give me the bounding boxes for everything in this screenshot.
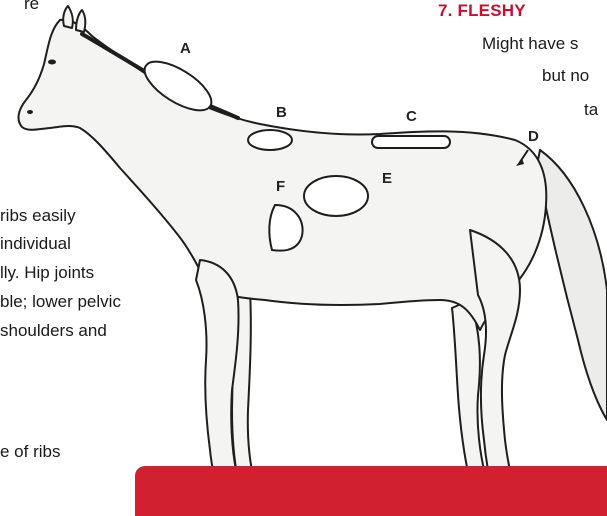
horse-ear-right bbox=[76, 10, 85, 32]
horse-eye bbox=[48, 60, 56, 65]
horse-nostril bbox=[27, 110, 33, 114]
area-e-ribs bbox=[304, 176, 368, 216]
label-c: C bbox=[406, 108, 417, 125]
label-e: E bbox=[382, 170, 392, 187]
horse-ear-left bbox=[63, 6, 73, 28]
red-footer-bar bbox=[135, 466, 607, 516]
horse-body bbox=[19, 20, 547, 330]
area-c-back bbox=[372, 136, 450, 148]
label-b: B bbox=[276, 104, 287, 121]
label-d: D bbox=[528, 128, 539, 145]
horse-tail bbox=[538, 150, 607, 420]
label-f: F bbox=[276, 178, 285, 195]
area-b-withers bbox=[248, 130, 292, 150]
label-a: A bbox=[180, 40, 191, 57]
